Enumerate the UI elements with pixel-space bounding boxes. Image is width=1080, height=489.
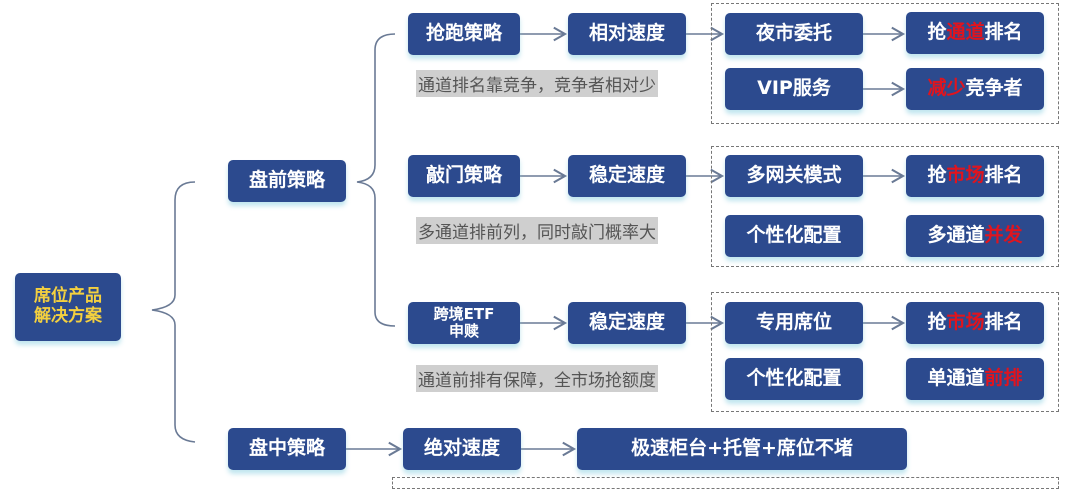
- result-highlight: 减少: [927, 77, 966, 100]
- root-node[interactable]: 席位产品 解决方案: [15, 273, 121, 341]
- item-node-1-2[interactable]: VIP服务: [725, 68, 863, 110]
- result-highlight: 并发: [984, 224, 1023, 247]
- item-node-1-1[interactable]: 夜市委托: [725, 13, 863, 55]
- result-highlight: 市场: [946, 164, 985, 187]
- caption-3: 通道前排有保障，全市场抢额度: [416, 365, 658, 392]
- intraday-speed-node[interactable]: 绝对速度: [403, 428, 521, 470]
- item-node-2-1[interactable]: 多网关模式: [725, 155, 863, 197]
- group-frame-1: [711, 3, 1059, 124]
- result-node-3-2[interactable]: 单通道前排: [906, 358, 1044, 400]
- result-text: 单通道: [927, 367, 985, 390]
- speed-node-2[interactable]: 稳定速度: [568, 155, 686, 197]
- result-node-1-1[interactable]: 抢通道排名: [906, 12, 1044, 54]
- strategy-node-2[interactable]: 敲门策略: [408, 155, 520, 197]
- result-highlight: 市场: [946, 311, 985, 334]
- item-node-3-2[interactable]: 个性化配置: [725, 358, 863, 400]
- result-text: 排名: [984, 164, 1023, 187]
- result-node-3-1[interactable]: 抢市场排名: [906, 302, 1044, 344]
- pre-market-node[interactable]: 盘前策略: [228, 160, 346, 202]
- result-text: 排名: [984, 21, 1023, 44]
- strategy-node-1[interactable]: 抢跑策略: [408, 13, 520, 55]
- group-frame-3: [711, 292, 1059, 412]
- result-text: 竞争者: [965, 77, 1023, 100]
- speed-node-3[interactable]: 稳定速度: [568, 302, 686, 344]
- pre-market-label: 盘前策略: [248, 169, 325, 192]
- result-highlight: 前排: [984, 367, 1023, 390]
- intraday-label: 盘中策略: [248, 437, 325, 460]
- caption-1: 通道排名靠竞争，竞争者相对少: [416, 70, 658, 97]
- result-node-2-2[interactable]: 多通道并发: [906, 215, 1044, 257]
- result-text: 抢: [927, 164, 947, 187]
- strategy-line2: 申赎: [448, 322, 479, 340]
- result-text: 多通道: [927, 224, 985, 247]
- group-frame-2: [711, 146, 1059, 267]
- strategy-node-3[interactable]: 跨境ETF 申赎: [408, 302, 520, 344]
- main-brace: [151, 181, 196, 443]
- result-text: 抢: [927, 21, 947, 44]
- strategy-line1: 跨境ETF: [433, 304, 495, 323]
- speed-node-1[interactable]: 相对速度: [568, 13, 686, 55]
- root-line1: 席位产品: [34, 286, 102, 307]
- result-highlight: 通道: [946, 21, 985, 44]
- result-text: 排名: [984, 311, 1023, 334]
- result-node-1-2[interactable]: 减少竞争者: [906, 68, 1044, 110]
- result-text: 抢: [927, 311, 947, 334]
- item-node-2-2[interactable]: 个性化配置: [725, 215, 863, 257]
- intraday-node[interactable]: 盘中策略: [228, 428, 346, 470]
- pre-market-brace: [356, 33, 396, 327]
- item-node-3-1[interactable]: 专用席位: [725, 302, 863, 344]
- result-node-2-1[interactable]: 抢市场排名: [906, 155, 1044, 197]
- root-line2: 解决方案: [34, 306, 102, 326]
- intraday-solution-node[interactable]: 极速柜台+托管+席位不堵: [577, 428, 907, 470]
- caption-2: 多通道排前列，同时敲门概率大: [416, 217, 658, 244]
- connector-lines: [151, 26, 906, 457]
